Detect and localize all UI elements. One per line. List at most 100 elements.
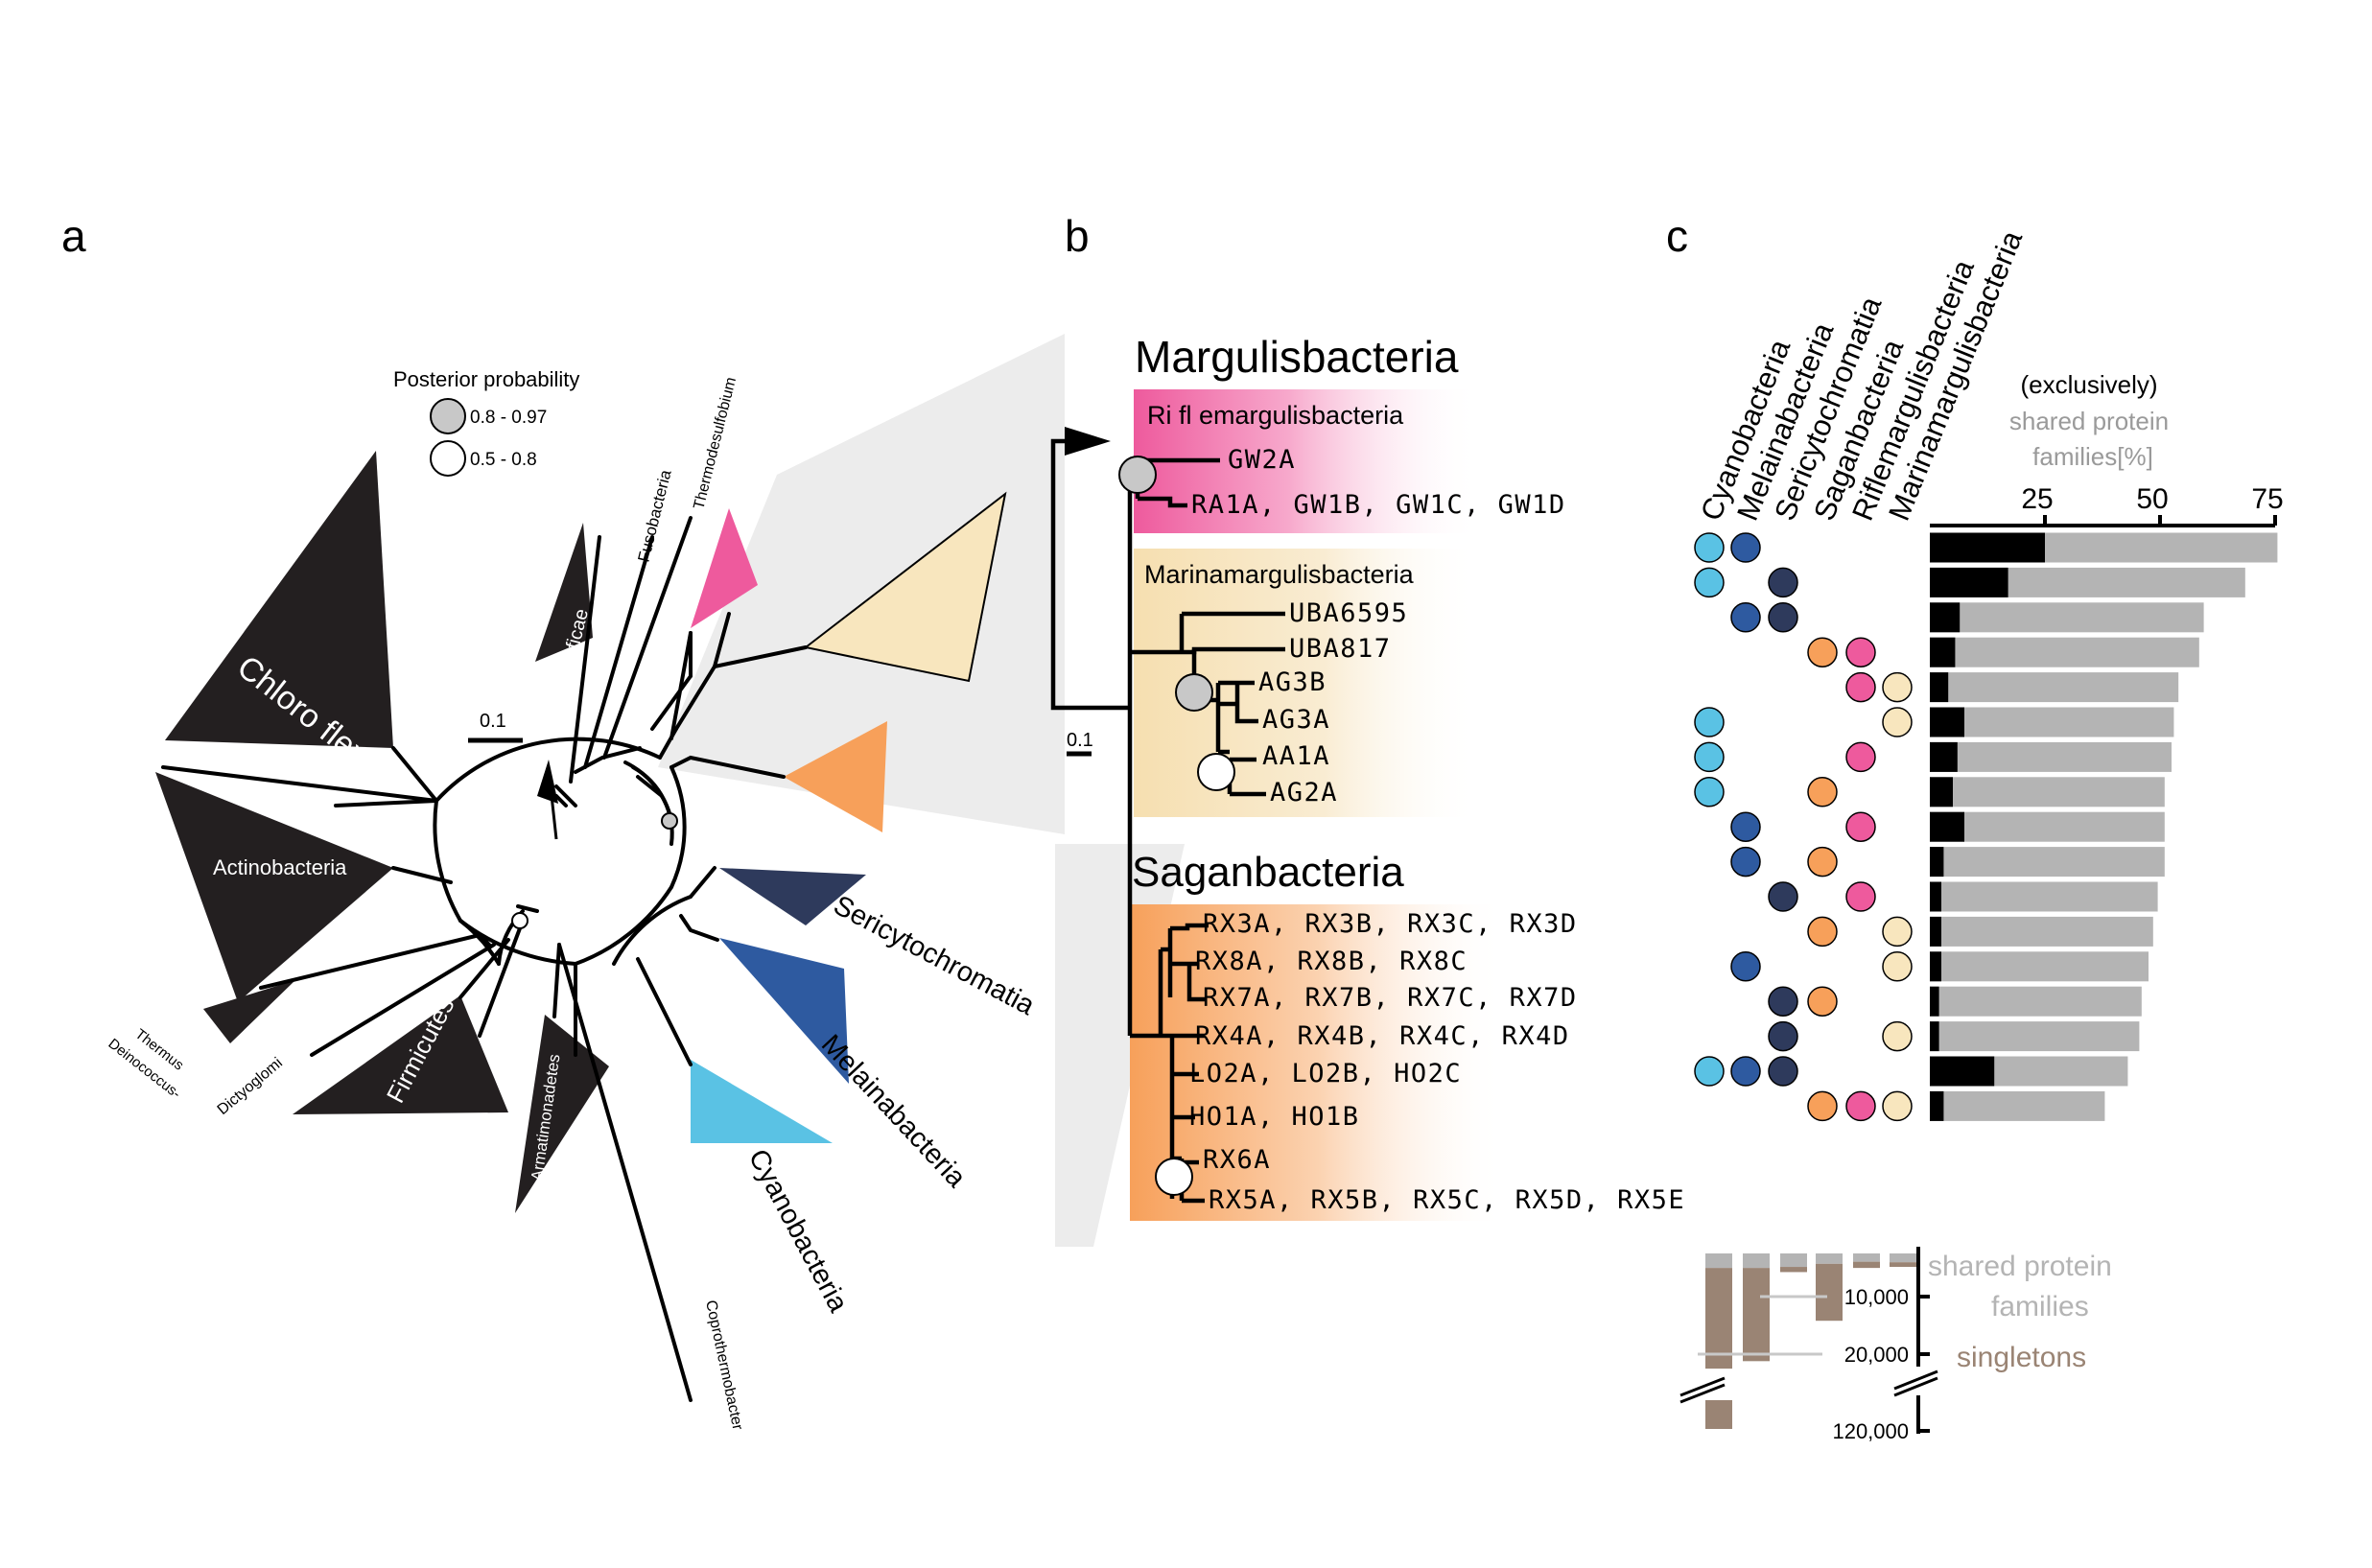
matrix-dot (1730, 951, 1761, 982)
leaf-labels: GW2A RA1A, GW1B, GW1C, GW1D UBA6595 UBA8… (1189, 445, 1685, 1215)
matrix-dot (1845, 671, 1876, 703)
exclusive-bar (1930, 1021, 1939, 1052)
tree-a-root-arrow (537, 760, 558, 804)
leaf-marinamargulis-3: AG3B (1258, 667, 1327, 697)
shared-bar (1930, 777, 2165, 807)
clade-actinobacteria (155, 772, 393, 1002)
genome-shared-bar (1890, 1253, 1916, 1263)
leaf-marinamargulis-6: AG2A (1270, 778, 1338, 807)
label-thermodesulfobium: Thermodesulfobium (691, 376, 740, 511)
panel-b-tree: Margulisbacteria Ri fl emargulisbacteria… (1050, 332, 1685, 1221)
leaf-sagan-8: RX5A, RX5B, RX5C, RX5D, RX5E (1209, 1185, 1685, 1215)
bar-axis-ticklabel-25: 25 (2021, 483, 2053, 515)
matrix-dot (1807, 986, 1838, 1017)
shared-bar (1930, 811, 2165, 842)
matrix-dot (1882, 951, 1913, 982)
exclusive-bar (1930, 811, 1964, 842)
leaf-marinamargulis-4: AG3A (1262, 705, 1330, 735)
exclusive-bar (1930, 567, 2008, 597)
shared-bar (1930, 637, 2199, 667)
bars (1930, 532, 2278, 1121)
count-gridlines (1698, 1295, 1827, 1356)
bar-title-line2: shared protein (2009, 407, 2169, 435)
posterior-legend-high: 0.8 - 0.97 (470, 408, 547, 428)
shared-bar (1930, 1021, 2140, 1052)
exclusive-bar (1930, 916, 1941, 947)
matrix-dot (1807, 777, 1838, 807)
exclusive-bar (1930, 602, 1961, 633)
genome-singleton-bar (1816, 1263, 1843, 1322)
clade-firmicutes (293, 995, 508, 1114)
matrix-dot (1807, 846, 1838, 878)
posterior-node-b3 (1197, 753, 1235, 791)
posterior-node-b1 (1118, 456, 1157, 494)
leaf-sagan-1: RX3A, RX3B, RX3C, RX3D (1203, 909, 1578, 939)
genome-shared-bar (1853, 1253, 1880, 1262)
clade-cyanobacteria (691, 1060, 833, 1143)
matrix-dot (1845, 811, 1876, 842)
matrix-dot (1768, 602, 1798, 633)
matrix-dot (1845, 741, 1876, 773)
shared-bar (1930, 847, 2165, 878)
matrix-dot (1882, 1020, 1913, 1052)
leaf-riflemargulis-2: RA1A, GW1B, GW1C, GW1D (1191, 490, 1566, 520)
genome-count-bars (1705, 1253, 1916, 1429)
label-melainabacteria: Melainabacteria (815, 1029, 973, 1194)
matrix-dot (1768, 986, 1798, 1017)
panel-label-a: a (61, 211, 86, 261)
legend-singletons: singletons (1957, 1342, 2086, 1373)
matrix-dot (1730, 532, 1761, 563)
genome-singleton-bar (1890, 1262, 1916, 1268)
title-saganbacteria: Saganbacteria (1132, 849, 1404, 896)
posterior-node-b4 (1155, 1158, 1193, 1196)
posterior-node-a2 (511, 912, 528, 929)
clade-armatimonadetes (515, 1015, 609, 1213)
matrix-dot (1845, 881, 1876, 912)
exclusive-bar (1930, 986, 1939, 1017)
matrix-dot (1694, 707, 1725, 737)
shared-bar (1930, 951, 2149, 982)
exclusive-bar (1930, 672, 1949, 703)
posterior-legend-low: 0.5 - 0.8 (470, 450, 537, 470)
exclusive-bar (1930, 777, 1953, 807)
exclusive-bar (1930, 637, 1956, 667)
tree-a-root-line (549, 785, 558, 840)
genome-singleton-overflow (1705, 1400, 1732, 1429)
shared-bar (1930, 916, 2153, 947)
matrix-dot (1845, 637, 1876, 667)
matrix-dot (1882, 916, 1913, 948)
matrix-dot (1807, 916, 1838, 948)
panel-label-c: c (1666, 211, 1688, 261)
genome-shared-bar (1780, 1253, 1807, 1268)
clade-sericytochromatia (719, 868, 866, 925)
matrix-dot (1768, 1020, 1798, 1052)
leaf-sagan-6: HO1A, HO1B (1189, 1102, 1360, 1132)
title-margulisbacteria: Margulisbacteria (1135, 332, 1459, 382)
clade-aquificae (535, 523, 593, 662)
matrix-dot (1807, 637, 1838, 667)
genome-shared-bar (1816, 1253, 1843, 1264)
exclusive-bar (1930, 1056, 1995, 1087)
legend-shared-line2: families (1991, 1291, 2089, 1322)
bar-title-line3: families[%] (2032, 442, 2153, 471)
shared-bar (1930, 881, 2158, 912)
posterior-node-a1 (661, 812, 678, 830)
posterior-node-b2 (1175, 673, 1213, 712)
matrix-dot (1882, 707, 1913, 737)
leaf-marinamargulis-2: UBA817 (1289, 634, 1392, 664)
genome-shared-bar (1705, 1253, 1732, 1269)
posterior-legend-title: Posterior probability (393, 367, 579, 391)
clade-marinamargulis (803, 491, 1007, 683)
box-saganbacteria (1130, 904, 1667, 1221)
clade-saganbacteria (784, 721, 887, 832)
bar-axis-ticklabel-50: 50 (2136, 483, 2168, 515)
label-fusobacteria: Fusobacteria (634, 467, 674, 563)
matrix-dot (1768, 1056, 1798, 1087)
panel-a-tree: Posterior probability 0.8 - 0.97 0.5 - 0… (106, 334, 1185, 1432)
legend-shared-line1: shared protein (1928, 1251, 2112, 1282)
count-tick-10000: 10,000 (1844, 1285, 1909, 1309)
exclusive-bar (1930, 951, 1941, 982)
leaf-riflemargulis-1: GW2A (1228, 445, 1296, 475)
